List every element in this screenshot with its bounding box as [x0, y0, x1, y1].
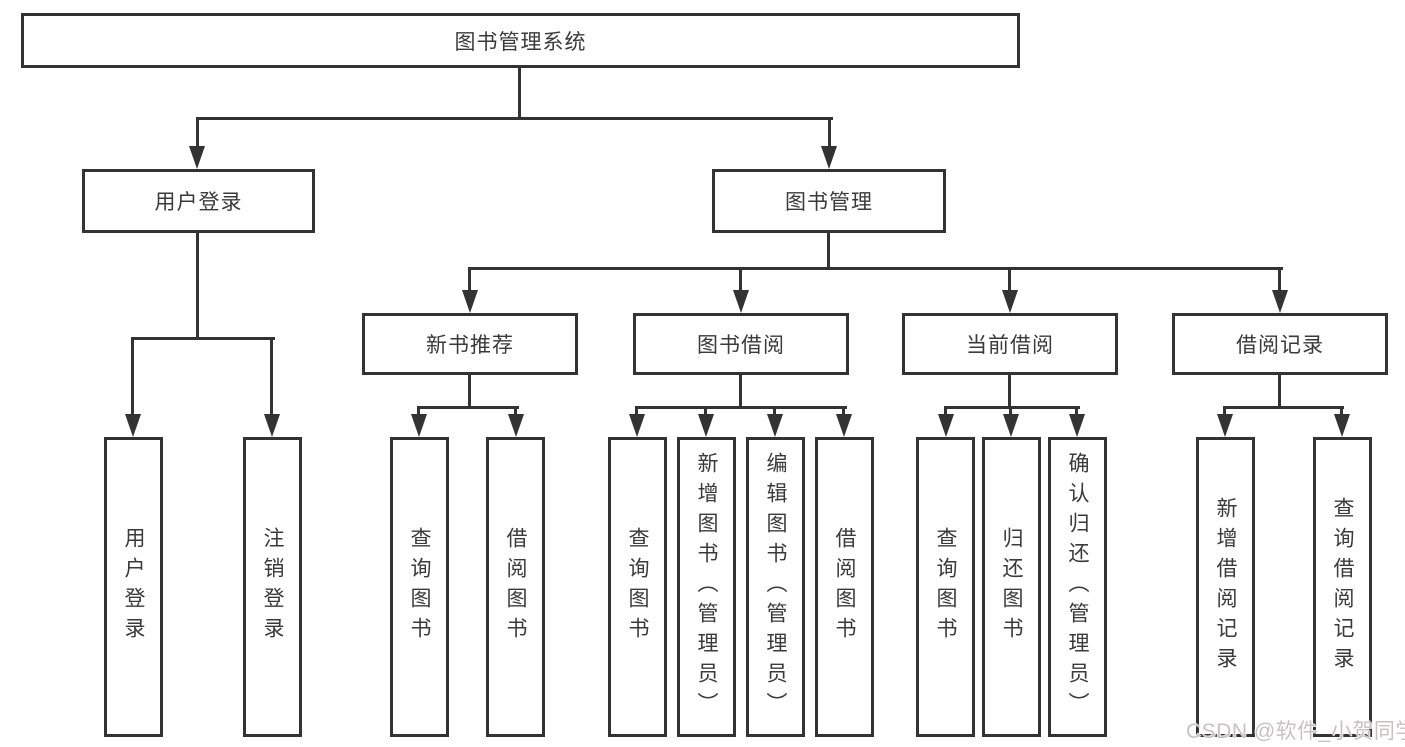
connector-root-branch [196, 117, 833, 120]
leaf-borrow-books-2: 借阅图书 [815, 437, 874, 737]
connector-current-borrow-drop-3 [1075, 406, 1078, 416]
connector-borrow-records-drop-2 [1340, 406, 1343, 416]
leaf-query-books-3: 查询图书 [916, 437, 975, 737]
node-book-management: 图书管理 [712, 169, 946, 233]
connector-current-borrow-branch [944, 406, 1080, 409]
watermark: CSDN @软件_小贺同学 [1186, 720, 1405, 743]
arrow-to-leaf-query-books-2 [629, 414, 645, 437]
connector-book-borrow-stem [739, 375, 742, 408]
leaf-confirm-return-admin: 确认归还（管理员） [1048, 437, 1107, 737]
connector-root-drop-left [196, 117, 199, 149]
leaf-label: 确认归还（管理员） [1066, 452, 1089, 722]
connector-current-borrow-drop-2 [1009, 406, 1012, 416]
connector-book-borrow-drop-1 [635, 406, 638, 416]
leaf-query-borrow-record: 查询借阅记录 [1313, 437, 1372, 737]
leaf-borrow-books-1: 借阅图书 [486, 437, 545, 737]
connector-book-mgmt-stem [827, 233, 830, 269]
leaf-query-books-1: 查询图书 [390, 437, 449, 737]
arrow-to-new-book-recommend [462, 290, 478, 313]
connector-borrow-records-stem [1278, 375, 1281, 408]
leaf-label: 查询图书 [626, 527, 649, 647]
connector-user-login-drop-1 [131, 337, 134, 417]
leaf-add-books-admin: 新增图书（管理员） [677, 437, 736, 737]
leaf-add-borrow-record: 新增借阅记录 [1196, 437, 1255, 737]
connector-root-drop-right [828, 117, 831, 149]
leaf-return-books: 归还图书 [982, 437, 1041, 737]
arrow-to-leaf-add-record [1217, 414, 1233, 437]
arrow-to-current-borrow [1002, 290, 1018, 313]
leaf-label: 注销登录 [261, 527, 284, 647]
arrow-to-leaf-query-books-1 [411, 414, 427, 437]
arrow-to-leaf-query-record [1334, 414, 1350, 437]
connector-book-borrow-drop-3 [773, 406, 776, 416]
arrow-to-leaf-user-login [125, 414, 141, 437]
arrow-to-borrow-records [1272, 290, 1288, 313]
connector-current-borrow-stem [1008, 375, 1011, 408]
leaf-label: 新增借阅记录 [1214, 497, 1237, 677]
connector-new-book-drop-2 [514, 406, 517, 416]
connector-new-book-branch [417, 406, 519, 409]
arrow-to-leaf-query-books-3 [938, 414, 954, 437]
arrow-to-leaf-edit-books [767, 414, 783, 437]
connector-book-mgmt-branch [468, 267, 1283, 270]
connector-book-mgmt-drop-1 [468, 267, 471, 293]
node-book-borrow: 图书借阅 [633, 313, 849, 375]
leaf-user-login: 用户登录 [104, 437, 163, 737]
arrow-to-book-borrow [733, 290, 749, 313]
leaf-query-books-2: 查询图书 [608, 437, 667, 737]
connector-new-book-drop-1 [417, 406, 420, 416]
leaf-label: 查询图书 [934, 527, 957, 647]
connector-root-stem [518, 68, 521, 119]
arrow-to-leaf-return-books [1003, 414, 1019, 437]
leaf-label: 归还图书 [1000, 527, 1023, 647]
node-label: 用户登录 [154, 191, 243, 214]
node-label: 图书管理系统 [454, 30, 587, 54]
node-label: 图书借阅 [697, 334, 785, 357]
arrow-to-leaf-logout [264, 414, 280, 437]
connector-borrow-records-drop-1 [1223, 406, 1226, 416]
node-user-login: 用户登录 [82, 169, 315, 233]
connector-user-login-drop-2 [270, 337, 273, 417]
connector-book-mgmt-drop-2 [739, 267, 742, 293]
leaf-label: 借阅图书 [504, 527, 527, 647]
leaf-label: 用户登录 [122, 527, 145, 647]
leaf-edit-books-admin: 编辑图书（管理员） [746, 437, 805, 737]
arrow-to-leaf-add-books [698, 414, 714, 437]
node-new-book-recommend: 新书推荐 [362, 313, 578, 375]
node-label: 借阅记录 [1236, 334, 1324, 357]
node-current-borrow: 当前借阅 [902, 313, 1118, 375]
node-label: 当前借阅 [966, 334, 1054, 357]
connector-book-borrow-branch [635, 406, 847, 409]
arrow-to-book-management [821, 146, 837, 169]
connector-book-mgmt-drop-4 [1278, 267, 1281, 293]
connector-borrow-records-branch [1223, 406, 1344, 409]
node-label: 图书管理 [785, 191, 873, 214]
connector-book-mgmt-drop-3 [1008, 267, 1011, 293]
connector-new-book-stem [468, 375, 471, 408]
connector-book-borrow-drop-2 [704, 406, 707, 416]
arrow-to-user-login [189, 146, 205, 169]
arrow-to-leaf-confirm-return [1069, 414, 1085, 437]
node-borrow-records: 借阅记录 [1172, 313, 1388, 375]
connector-user-login-branch [131, 337, 275, 340]
connector-current-borrow-drop-1 [944, 406, 947, 416]
leaf-label: 查询图书 [408, 527, 431, 647]
node-label: 新书推荐 [426, 334, 514, 357]
leaf-logout: 注销登录 [243, 437, 302, 737]
leaf-label: 新增图书（管理员） [695, 452, 718, 722]
arrow-to-leaf-borrow-books-1 [508, 414, 524, 437]
node-library-management-system: 图书管理系统 [21, 13, 1020, 68]
arrow-to-leaf-borrow-books-2 [836, 414, 852, 437]
connector-user-login-stem [196, 233, 199, 339]
connector-book-borrow-drop-4 [842, 406, 845, 416]
leaf-label: 借阅图书 [833, 527, 856, 647]
leaf-label: 编辑图书（管理员） [764, 452, 787, 722]
leaf-label: 查询借阅记录 [1331, 497, 1354, 677]
